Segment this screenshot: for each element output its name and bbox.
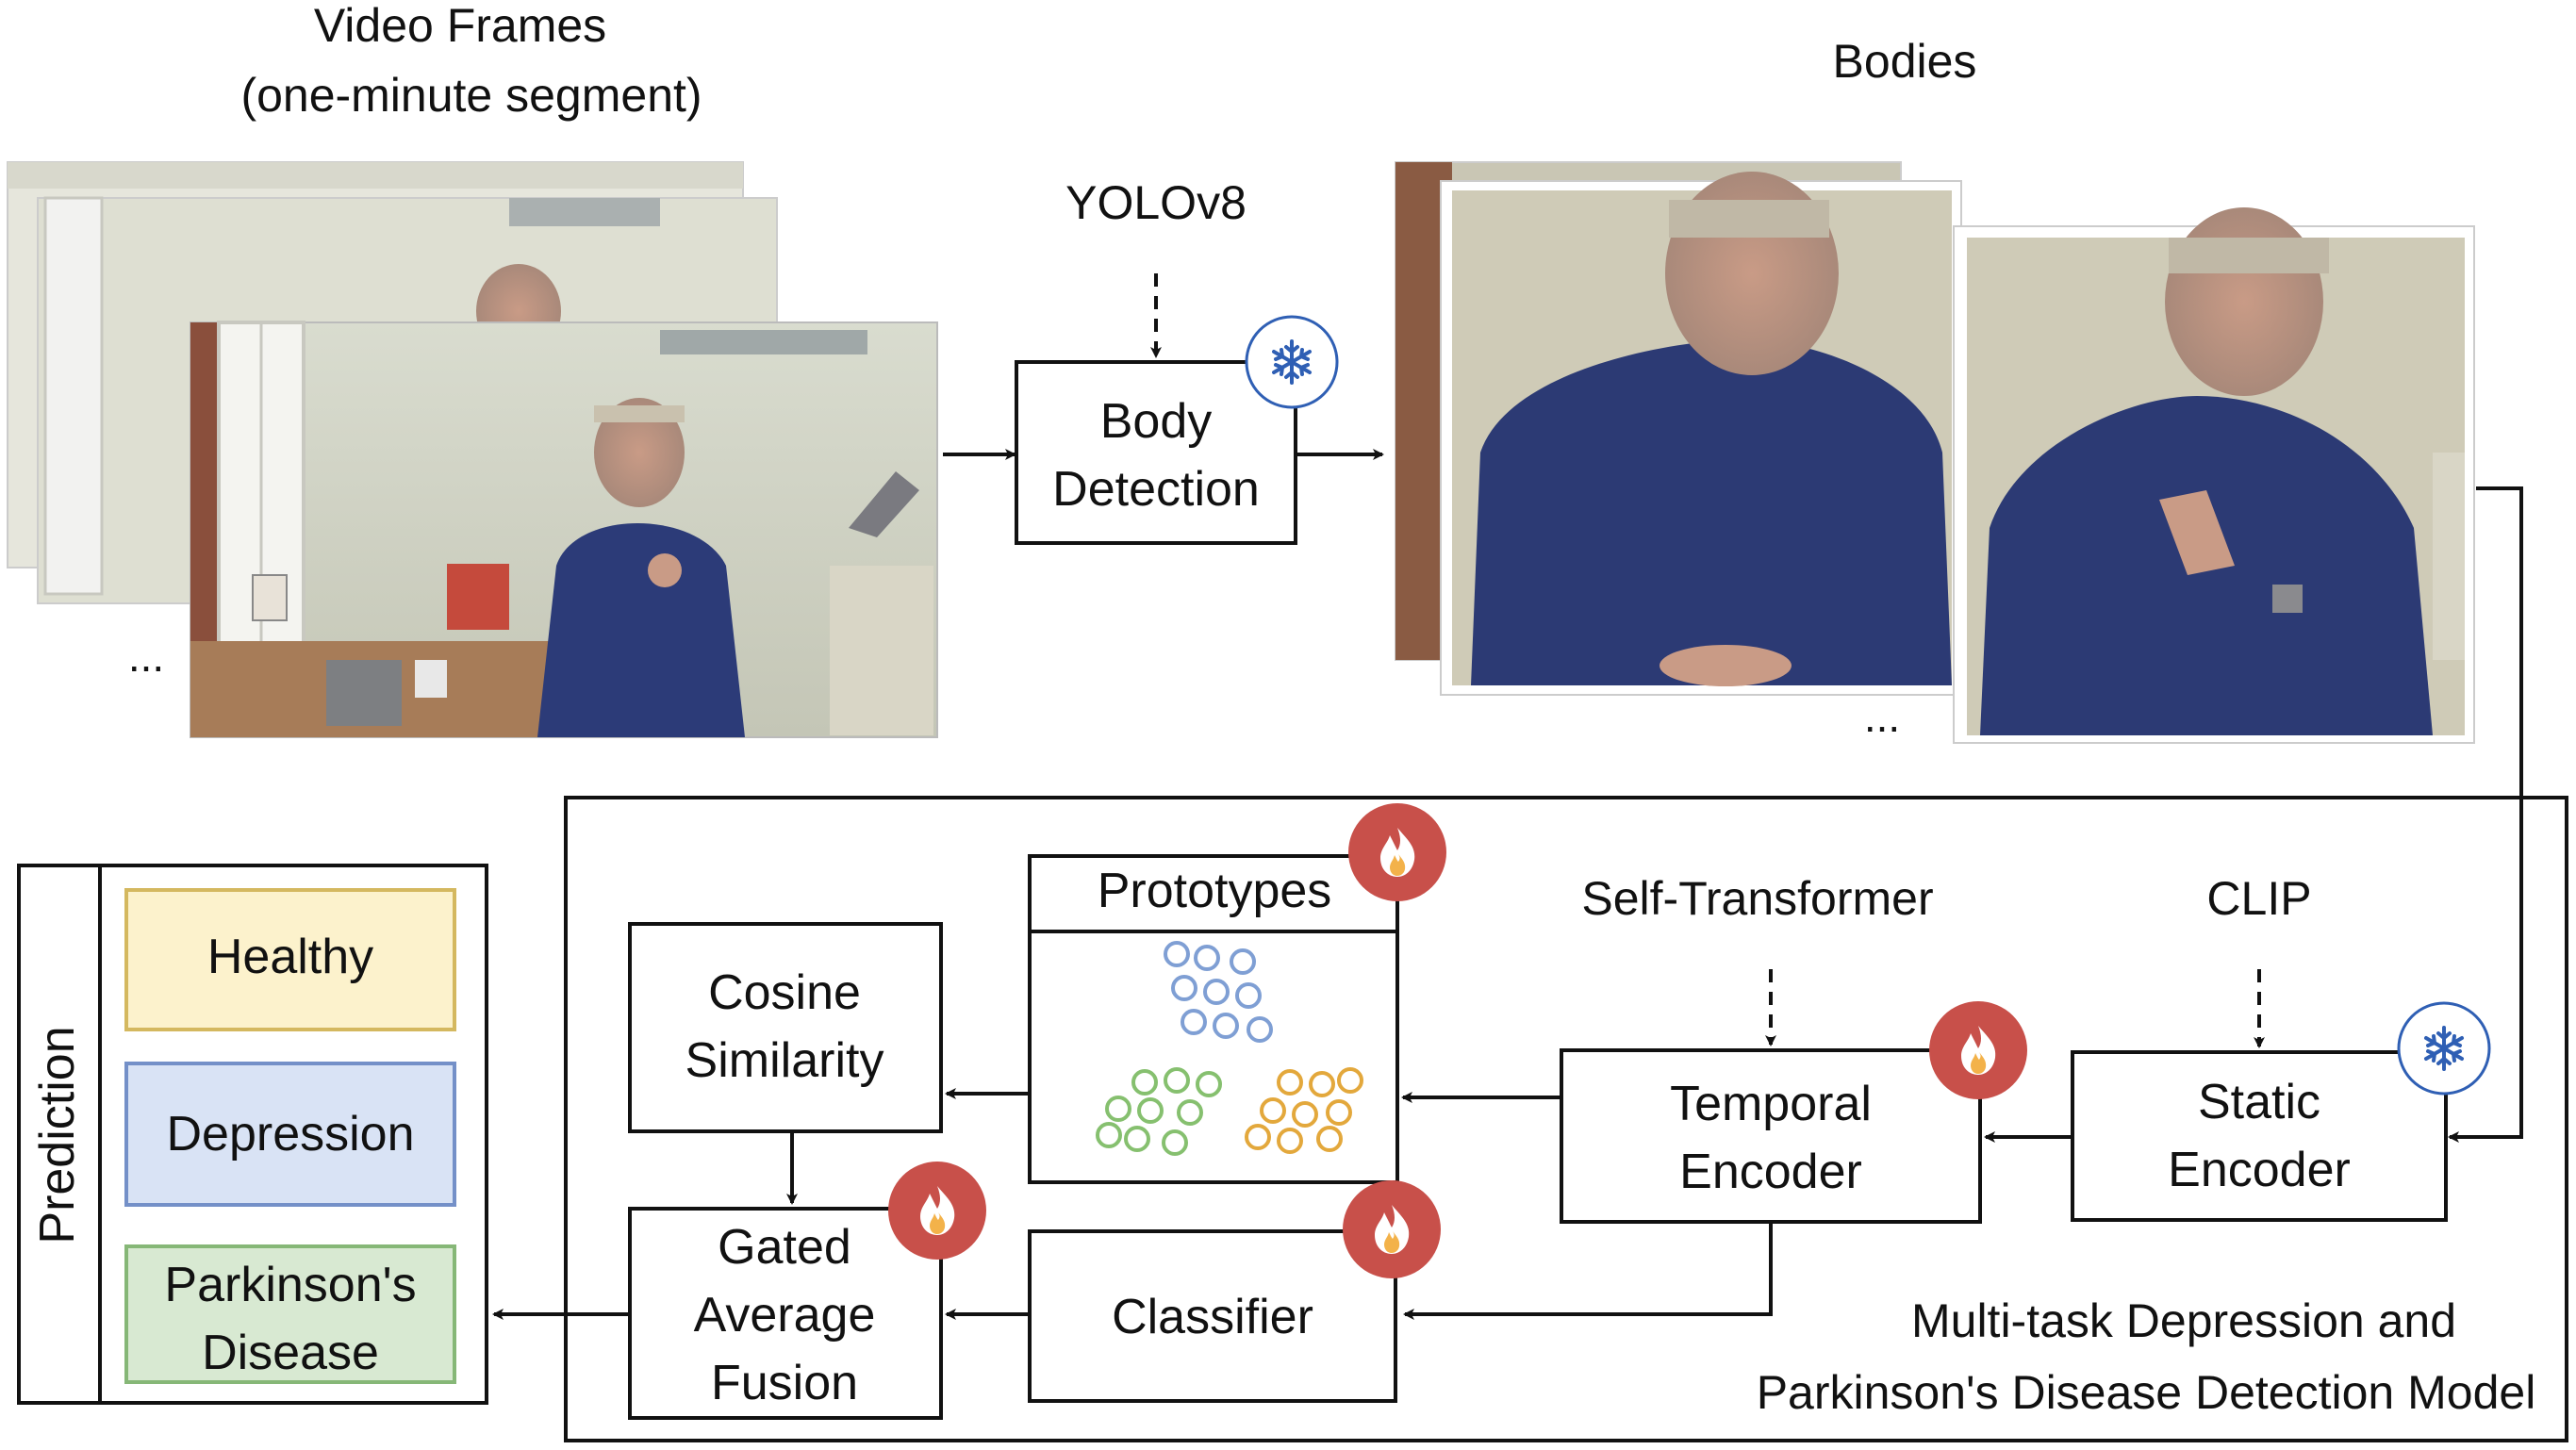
prediction-label: Prediction — [30, 1026, 85, 1244]
temporal-encoder-line2: Encoder — [1679, 1145, 1862, 1199]
cosine-similarity-line2: Similarity — [685, 1033, 884, 1088]
body-crop-middle — [1440, 172, 1962, 696]
class-parkinsons-line2: Disease — [202, 1326, 379, 1380]
temporal-encoder-flame-icon — [1929, 1001, 2027, 1099]
cosine-similarity-line1: Cosine — [708, 965, 861, 1020]
bodies-title: Bodies — [1833, 35, 1977, 88]
body-detection-snowflake-icon — [1245, 315, 1339, 409]
video-frames-ellipsis: ... — [128, 632, 164, 681]
static-encoder-box — [2071, 1050, 2448, 1222]
prototypes-flame-icon — [1348, 803, 1446, 901]
body-detection-box — [1015, 360, 1297, 545]
static-encoder-snowflake-icon — [2397, 1001, 2491, 1096]
arrow-temporal-to-classifier — [1403, 1222, 1773, 1320]
self-transformer-label: Self-Transformer — [1581, 872, 1933, 925]
temporal-encoder-line1: Temporal — [1670, 1077, 1872, 1131]
gated-fusion-flame-icon — [888, 1162, 986, 1260]
model-caption-line1: Multi-task Depression and — [1911, 1294, 2456, 1347]
classifier-label: Classifier — [1112, 1290, 1313, 1344]
class-depression-box — [124, 1062, 456, 1207]
static-encoder-line1: Static — [2198, 1075, 2320, 1129]
prototypes-title-box — [1028, 854, 1399, 933]
classifier-flame-icon — [1343, 1180, 1441, 1278]
classifier-box — [1028, 1229, 1397, 1403]
temporal-encoder-box — [1560, 1048, 1982, 1224]
gated-fusion-box — [628, 1207, 943, 1420]
prototype-cluster-parkinsons — [1096, 1067, 1222, 1156]
video-frames-subtitle: (one-minute segment) — [240, 69, 702, 122]
class-parkinsons-line1: Parkinson's — [164, 1258, 416, 1312]
body-crop-front — [1953, 207, 2475, 744]
body-detection-line2: Detection — [1052, 462, 1260, 517]
class-depression-label: Depression — [166, 1107, 414, 1162]
body-detection-line1: Body — [1100, 394, 1213, 449]
arrow-bodies-to-static-encoder — [2448, 486, 2523, 1143]
static-encoder-line2: Encoder — [2168, 1143, 2351, 1197]
model-caption-line2: Parkinson's Disease Detection Model — [1757, 1366, 2536, 1419]
class-parkinsons-box — [124, 1244, 456, 1384]
clip-label: CLIP — [2206, 872, 2311, 925]
gated-fusion-line2: Average — [694, 1288, 876, 1343]
video-frame-front — [190, 321, 938, 738]
class-healthy-box — [124, 888, 456, 1031]
prototypes-title: Prototypes — [1098, 864, 1332, 918]
prototypes-box — [1028, 930, 1399, 1184]
prototype-cluster-depression — [1164, 941, 1273, 1043]
prediction-class-healthy: Healthy — [124, 888, 456, 1031]
model-container — [564, 796, 2568, 1442]
prediction-class-parkinsons: Parkinson's Disease — [124, 1244, 456, 1384]
cosine-similarity-box — [628, 922, 943, 1133]
prototype-cluster-healthy — [1245, 1067, 1363, 1154]
bodies-ellipsis: ... — [1864, 692, 1900, 741]
gated-fusion-line3: Fusion — [711, 1356, 858, 1410]
yolo-label: YOLOv8 — [1065, 176, 1247, 229]
gated-fusion-line1: Gated — [718, 1220, 851, 1275]
video-frames-title: Video Frames — [314, 0, 606, 52]
class-healthy-label: Healthy — [207, 930, 373, 984]
prediction-class-depression: Depression — [124, 1062, 456, 1207]
